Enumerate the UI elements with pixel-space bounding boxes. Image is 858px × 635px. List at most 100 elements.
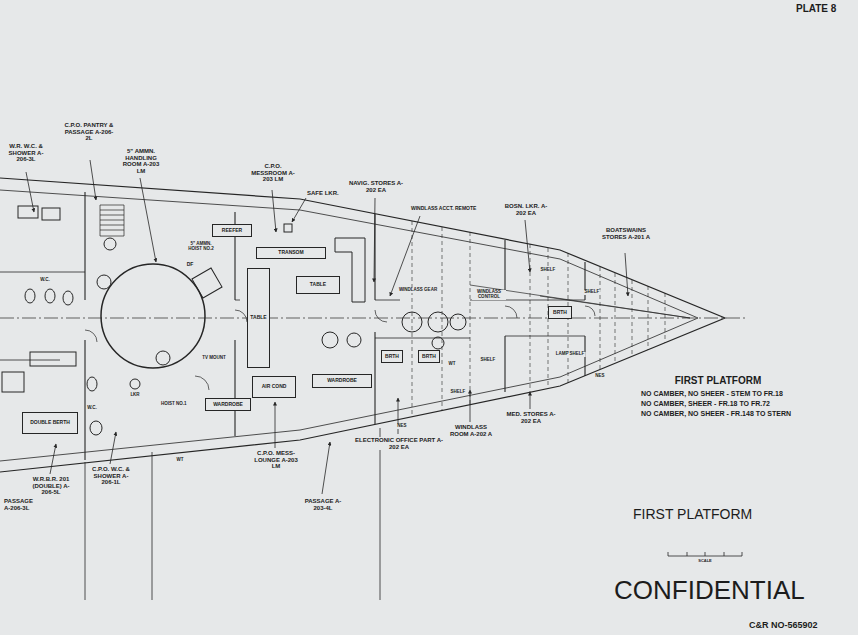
scale-label: SCALE — [697, 559, 713, 563]
leader-line — [272, 190, 276, 232]
leader-line — [525, 220, 530, 272]
compartment-label: PASSAGE A-206-3L — [3, 498, 41, 511]
leader-line — [275, 402, 276, 448]
drawing-number: C&R NO-565902 — [748, 621, 819, 631]
fixture-label: REEFER — [222, 228, 242, 234]
compartment-label: WINDLASS GEAR — [398, 288, 438, 293]
frame-mark: WT — [176, 458, 185, 463]
hull-inner — [0, 190, 698, 461]
compartment-label: WINDLASS ROOM A-202 A — [444, 424, 498, 437]
barbette — [101, 264, 205, 368]
toilet — [90, 421, 102, 435]
windlass-drum — [432, 337, 444, 349]
fixture-label: TABLE — [250, 315, 266, 321]
forepeak-lines — [470, 285, 690, 318]
fitting — [104, 238, 116, 250]
df-unit — [192, 268, 222, 298]
note: NO CAMBER, NO SHEER - STEM TO FR.18 — [640, 390, 784, 398]
compartment-label: W.R.B.R. 201 (DOUBLE) A-206-5L — [27, 476, 75, 496]
toilet — [25, 289, 35, 303]
fixture-label: TRANSOM — [278, 250, 303, 256]
windlass-drum — [428, 312, 448, 332]
plate-number: PLATE 8 — [795, 3, 837, 14]
leader-line — [26, 172, 34, 212]
stool — [347, 333, 361, 347]
scale-bar — [668, 552, 742, 556]
compartment-label: ELECTRONIC OFFICE PART A-202 EA — [352, 437, 446, 450]
sink — [42, 208, 60, 220]
fixture-label: WARDROBE — [213, 402, 243, 408]
fixture-label: BRTH — [385, 354, 399, 360]
fitting — [130, 379, 140, 389]
frame-extensions — [85, 428, 380, 600]
compartment-label: W.C. — [86, 406, 98, 411]
compartment-label: DF — [186, 262, 195, 268]
fixture-label: BRTH — [553, 310, 567, 316]
compartment-label: SHELF — [584, 290, 601, 295]
leader-line — [530, 392, 531, 409]
compartment-label: C.P.O. PANTRY & PASSAGE A-206-2L — [63, 122, 115, 142]
fixture-label: AIR COND — [262, 384, 287, 390]
compartment-label: C.P.O. MESSROOM A-203 LM — [250, 163, 296, 183]
leader-line — [110, 432, 116, 464]
bulkheads — [85, 192, 585, 460]
compartment-label: WINDLASS CONTROL — [472, 290, 506, 300]
ladder — [100, 205, 124, 236]
leader-line — [625, 253, 628, 296]
leader-line — [390, 216, 420, 296]
fixture-box: BRTH — [548, 306, 572, 319]
stool — [322, 332, 338, 348]
note: NO CAMBER, NO SHEER - FR.148 TO STERN — [640, 410, 792, 418]
plan-heading: FIRST PLATFORM — [674, 375, 762, 386]
compartment-label: LKR — [129, 393, 140, 398]
fixture-box: DOUBLE BERTH — [22, 412, 78, 434]
frame-mark: NES — [396, 424, 407, 429]
compartment-label: MED. STORES A-202 EA — [504, 411, 558, 424]
safe-locker — [284, 224, 292, 232]
fixture-box: BRTH — [381, 350, 403, 363]
compartment-label: W.R. W.C. & SHOWER A-206-3L — [3, 143, 49, 163]
locker — [30, 352, 76, 366]
compartment-label: PASSAGE A-203-4L — [300, 498, 346, 511]
compartment-label: 5" AMMN. HOIST NO.2 — [185, 242, 217, 252]
compartment-label: 5" AMMN. HANDLING ROOM A-203 LM — [117, 148, 165, 174]
frame-lines — [412, 221, 665, 417]
toilet — [87, 377, 97, 391]
toilet — [45, 289, 55, 303]
fixture-box: WARDROBE — [312, 374, 372, 388]
toilet — [63, 291, 73, 305]
leader-line — [50, 444, 56, 474]
leader-line — [140, 178, 156, 262]
fixture-box: REEFER — [212, 224, 252, 237]
fixture-box: TABLE — [247, 268, 270, 368]
compartment-label: SHELF — [480, 358, 497, 363]
security-mark: CONFIDENTIAL — [613, 576, 806, 605]
compartment-label: SAFE LKR. — [306, 190, 340, 197]
frame-mark: NES — [594, 374, 605, 379]
leader-line — [292, 198, 306, 222]
compartment-label: BOSN. LKR. A-202 EA — [503, 203, 549, 216]
compartment-label: LAMP SHELF — [555, 352, 586, 357]
compartment-label: C.P.O. W.C. & SHOWER A-206-1L — [87, 466, 135, 486]
windlass-drum — [450, 314, 466, 330]
fixture-box: TRANSOM — [256, 247, 326, 259]
leader-line — [470, 390, 471, 422]
leader-line — [322, 442, 330, 494]
compartment-label: C.P.O. MESS-LOUNGE A-203 LM — [251, 450, 301, 470]
fixture-label: DOUBLE BERTH — [30, 420, 70, 426]
hoist-trunk — [156, 351, 170, 365]
compartment-label: HOIST NO.1 — [160, 402, 188, 407]
note: NO CAMBER, SHEER - FR.18 TO FR.72 — [640, 400, 771, 408]
fixture-box: TABLE — [296, 276, 340, 294]
door-swing — [85, 306, 595, 390]
leader-line — [90, 160, 96, 200]
hull-outline — [0, 178, 725, 472]
sink — [18, 206, 38, 218]
compartment-label: TV MOUNT — [201, 356, 227, 361]
fitting — [97, 275, 111, 289]
centerline — [0, 318, 745, 319]
leader-line — [374, 198, 375, 282]
compartment-label: SHELF — [450, 390, 467, 395]
